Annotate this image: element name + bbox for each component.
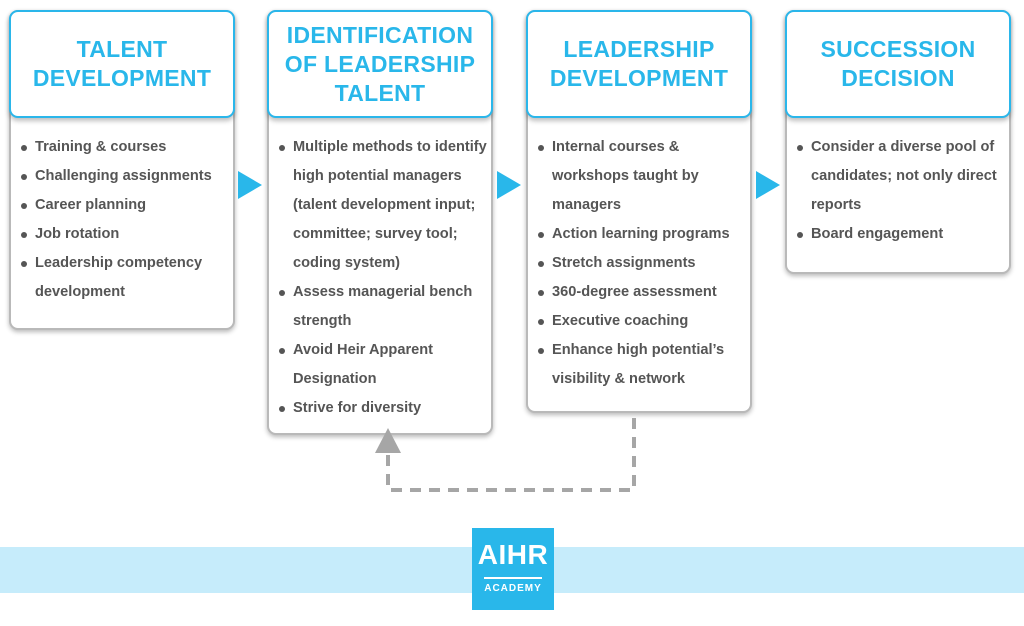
list-item: Executive coaching: [538, 307, 746, 336]
card-header: TALENT DEVELOPMENT: [9, 10, 235, 118]
list-item: Stretch assignments: [538, 249, 746, 278]
list-item: Consider a diverse pool of candidates; n…: [797, 133, 1005, 220]
card-title: LEADERSHIP DEVELOPMENT: [549, 36, 729, 91]
list-item: Avoid Heir Apparent Designation: [279, 336, 487, 394]
logo-wordmark: AIHR: [477, 539, 549, 570]
card-header: SUCCESSION DECISION: [785, 10, 1011, 118]
card-leadership-development: LEADERSHIP DEVELOPMENT Internal courses …: [526, 10, 752, 413]
logo-subtitle: ACADEMY: [484, 583, 542, 594]
card-title: IDENTIFICATION OF LEADERSHIP TALENT: [284, 21, 476, 106]
aihr-academy-logo: AIHR ACADEMY: [472, 528, 554, 610]
list-item: Challenging assignments: [21, 162, 229, 191]
card-header: LEADERSHIP DEVELOPMENT: [526, 10, 752, 118]
card-identification-of-leadership-talent: IDENTIFICATION OF LEADERSHIP TALENT Mult…: [267, 10, 493, 435]
list-item: Strive for diversity: [279, 394, 487, 423]
bullet-list: Multiple methods to identify high potent…: [279, 133, 487, 423]
flow-arrow: [238, 171, 262, 199]
card-title: SUCCESSION DECISION: [820, 36, 976, 91]
card-talent-development: TALENT DEVELOPMENT Training & courses Ch…: [9, 10, 235, 330]
logo-divider: [484, 577, 542, 579]
list-item: Assess managerial bench strength: [279, 278, 487, 336]
list-item: Job rotation: [21, 220, 229, 249]
list-item: Leadership competency development: [21, 249, 229, 307]
list-item: Career planning: [21, 191, 229, 220]
bullet-list: Consider a diverse pool of candidates; n…: [797, 133, 1005, 249]
list-item: Multiple methods to identify high potent…: [279, 133, 487, 278]
card-succession-decision: SUCCESSION DECISION Consider a diverse p…: [785, 10, 1011, 274]
bullet-list: Internal courses & workshops taught by m…: [538, 133, 746, 394]
card-header: IDENTIFICATION OF LEADERSHIP TALENT: [267, 10, 493, 118]
list-item: Action learning programs: [538, 220, 746, 249]
list-item: Enhance high potential’s visibility & ne…: [538, 336, 746, 394]
flow-arrow: [497, 171, 521, 199]
card-title: TALENT DEVELOPMENT: [32, 36, 212, 91]
bullet-list: Training & courses Challenging assignmen…: [21, 133, 229, 307]
list-item: 360-degree assessment: [538, 278, 746, 307]
list-item: Internal courses & workshops taught by m…: [538, 133, 746, 220]
flow-arrow: [756, 171, 780, 199]
list-item: Board engagement: [797, 220, 1005, 249]
list-item: Training & courses: [21, 133, 229, 162]
